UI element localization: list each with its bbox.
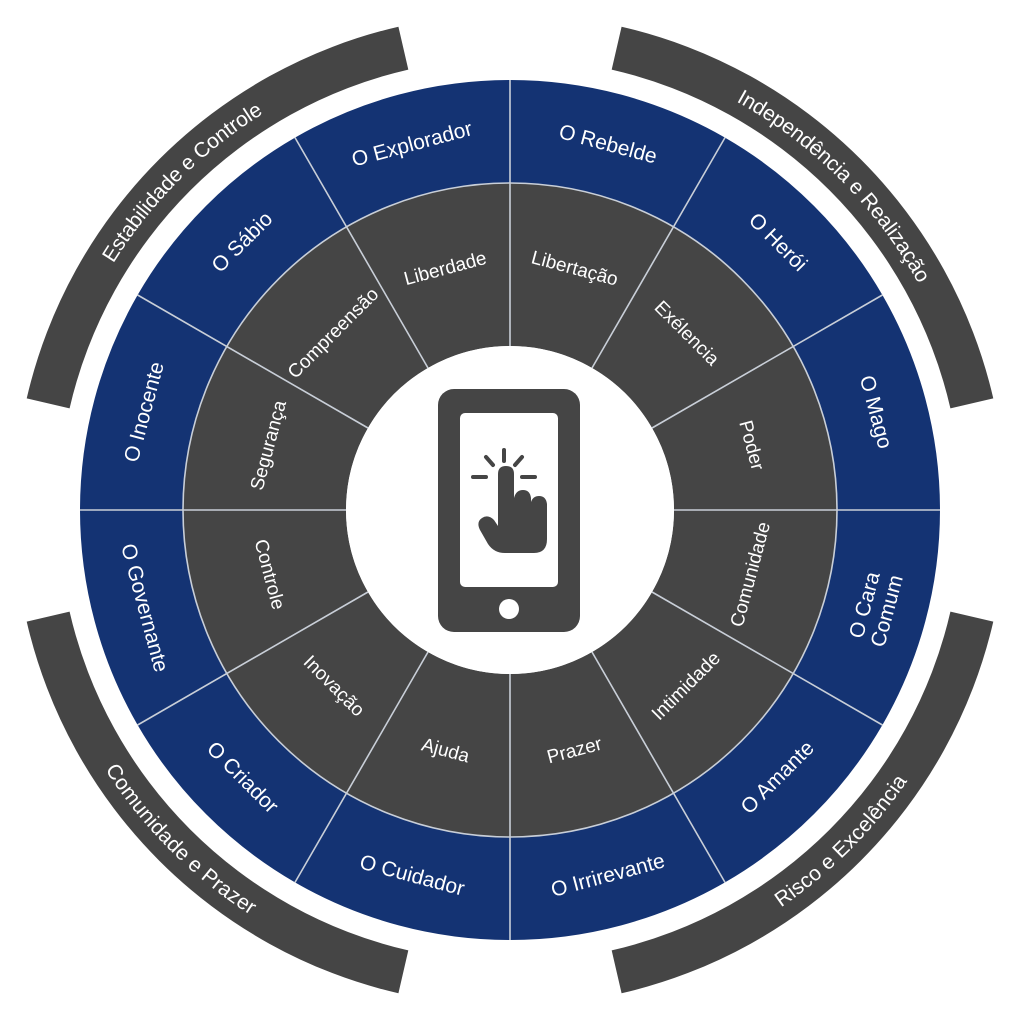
tap-rays — [471, 448, 537, 479]
archetype-segment — [510, 793, 725, 940]
value-segment — [652, 346, 837, 510]
value-segment — [183, 510, 368, 674]
archetype-segment — [673, 673, 883, 883]
segment-divider — [137, 591, 369, 726]
ring-dividers — [80, 80, 940, 940]
archetype-segment — [80, 510, 227, 725]
segment-divider — [651, 591, 883, 726]
value-segment — [346, 183, 510, 368]
segment-divider — [591, 137, 726, 369]
value-segment — [592, 226, 794, 428]
value-segment — [346, 652, 510, 837]
archetype-segment — [793, 295, 940, 510]
archetype-segment — [295, 793, 510, 940]
phone-home-button — [499, 599, 519, 619]
segment-divider — [651, 294, 883, 429]
segment-divider — [294, 651, 429, 883]
value-segment — [226, 226, 428, 428]
pointing-hand — [478, 466, 547, 553]
group-arc — [611, 611, 994, 994]
value-segment — [652, 510, 837, 674]
smartphone-tap-icon — [438, 389, 580, 632]
group-arc — [26, 26, 409, 409]
value-segment — [510, 652, 674, 837]
ring-divider — [182, 182, 838, 838]
segment-divider — [294, 137, 429, 369]
value-segment — [226, 592, 428, 794]
segment-divider — [137, 294, 369, 429]
value-segment — [183, 346, 368, 510]
value-segment — [592, 592, 794, 794]
group-arc — [611, 26, 994, 409]
archetype-segment — [295, 80, 510, 227]
group-arc — [26, 611, 409, 994]
value-ring: LibertaçãoExélenciaPoderComunidadeIntimi… — [183, 183, 837, 837]
archetype-segment — [673, 137, 883, 347]
archetype-segment — [137, 137, 347, 347]
segment-divider — [591, 651, 726, 883]
archetype-segment — [80, 295, 227, 510]
archetype-segment — [793, 510, 940, 725]
archetype-segment — [137, 673, 347, 883]
value-segment — [510, 183, 674, 368]
archetype-segment — [510, 80, 725, 227]
